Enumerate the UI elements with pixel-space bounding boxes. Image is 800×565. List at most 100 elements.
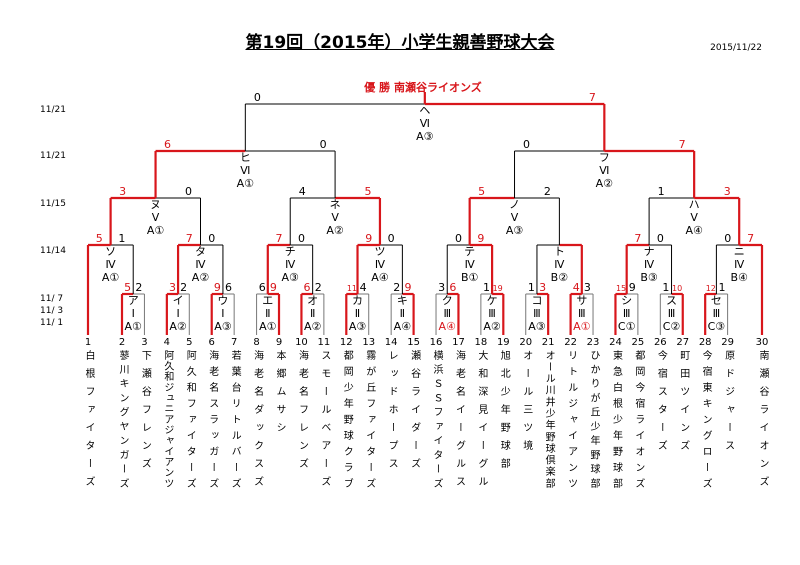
team-name: 横浜ＳＳファイターズ (431, 350, 443, 493)
match-venue: B③ (640, 271, 658, 284)
team-number: 23 (587, 337, 600, 348)
champion-team: 南瀬谷ライオンズ (394, 81, 482, 94)
team-number: 24 (609, 337, 622, 348)
score: 0 (523, 138, 530, 151)
match-round: Ⅳ (554, 258, 565, 271)
team-name: 蓼川キングヤンガーズ (117, 350, 128, 493)
match-code: ノ (509, 198, 520, 211)
match-venue: B① (461, 271, 479, 284)
team-number: 15 (407, 337, 420, 348)
match-round: Ⅳ (734, 258, 745, 271)
score: 3 (539, 281, 546, 294)
match-round: Ⅴ (511, 211, 519, 224)
match-code: セ (711, 294, 722, 307)
match-venue: A① (237, 177, 255, 190)
match-code: シ (621, 294, 632, 307)
match-round: Ⅲ (623, 307, 631, 320)
team-number: 6 (209, 337, 215, 348)
match-code: エ (262, 294, 273, 307)
score: 9 (477, 232, 484, 245)
match-venue: A① (147, 224, 165, 237)
match-round: Ⅱ (265, 307, 270, 320)
match-code: ハ (689, 198, 700, 211)
match-code: ウ (217, 294, 228, 307)
team-number: 12 (340, 337, 353, 348)
score: 7 (747, 232, 754, 245)
match-code: ヌ (150, 198, 161, 211)
match-round: Ⅱ (310, 307, 315, 320)
match-venue: B② (551, 271, 569, 284)
match-round: Ⅳ (644, 258, 655, 271)
score: 1 (118, 232, 125, 245)
score: 6 (449, 281, 456, 294)
team-name: 若葉台リトルバーズ (229, 350, 241, 494)
team-name: 海老名ダックスズ (251, 350, 263, 494)
score: 2 (315, 281, 322, 294)
match-venue: A① (125, 320, 143, 333)
match-venue: A④ (394, 320, 412, 333)
match-code: フ (599, 151, 610, 164)
score: 3 (584, 281, 591, 294)
team-name: 阿久和ファイターズ (184, 350, 196, 494)
score: 7 (679, 138, 686, 151)
match-round: Ⅴ (152, 211, 160, 224)
team-name: 大和深見イーグル (475, 350, 487, 494)
score: 0 (254, 91, 261, 104)
score: 1 (483, 281, 490, 294)
score: 1 (658, 185, 665, 198)
team-number: 8 (253, 337, 259, 348)
score: 4 (360, 281, 367, 294)
team-name: 下瀬谷フレンズ (139, 350, 151, 476)
team-number: 29 (721, 337, 734, 348)
match-venue: C② (663, 320, 681, 333)
match-venue: A④ (439, 320, 457, 333)
team-number: 18 (475, 337, 488, 348)
team-number: 21 (542, 337, 555, 348)
match-round: Ⅲ (533, 307, 541, 320)
match-code: チ (285, 245, 296, 258)
team-name: 東急白根少年野球部 (610, 350, 622, 494)
match-round: Ⅲ (488, 307, 496, 320)
match-code: ク (442, 294, 453, 307)
team-name: 今宿スターズ (655, 350, 667, 458)
match-round: Ⅰ (132, 307, 135, 320)
match-round: Ⅴ (690, 211, 698, 224)
match-code: サ (576, 294, 587, 307)
match-venue: A② (326, 224, 344, 237)
team-number: 3 (141, 337, 147, 348)
match-venue: C① (618, 320, 636, 333)
match-venue: A② (483, 320, 501, 333)
team-number: 22 (564, 337, 577, 348)
score: 6 (164, 138, 171, 151)
match-round: Ⅵ (240, 164, 250, 177)
champion-banner: 優 勝南瀬谷ライオンズ (325, 79, 525, 95)
score: 0 (455, 232, 462, 245)
team-number: 30 (756, 337, 769, 348)
score: 3 (724, 185, 731, 198)
match-venue: A③ (528, 320, 546, 333)
score: 9 (365, 232, 372, 245)
team-name: 南瀬谷ライオンズ (757, 350, 768, 494)
match-code: ニ (734, 245, 745, 258)
score: 11 (347, 284, 357, 293)
score: 0 (388, 232, 395, 245)
page-title: 第19回（2015年）小学生親善野球大会 (0, 28, 800, 53)
match-code: コ (531, 294, 542, 307)
team-number: 25 (632, 337, 645, 348)
team-name: 本郷ムサシ (274, 350, 285, 440)
score: 1 (719, 281, 726, 294)
match-code: ネ (330, 198, 341, 211)
score: 5 (364, 185, 371, 198)
team-number: 27 (676, 337, 689, 348)
team-name: ひかりが丘少年野球部 (588, 350, 600, 493)
match-venue: C③ (708, 320, 726, 333)
match-code: ツ (374, 245, 385, 258)
round-date: 11/21 (40, 105, 66, 115)
team-number: 7 (231, 337, 237, 348)
score: 15 (616, 284, 626, 293)
team-number: 26 (654, 337, 667, 348)
team-name: 霧が丘ファイターズ (363, 350, 375, 494)
score: 9 (270, 281, 277, 294)
score: 3 (119, 185, 126, 198)
